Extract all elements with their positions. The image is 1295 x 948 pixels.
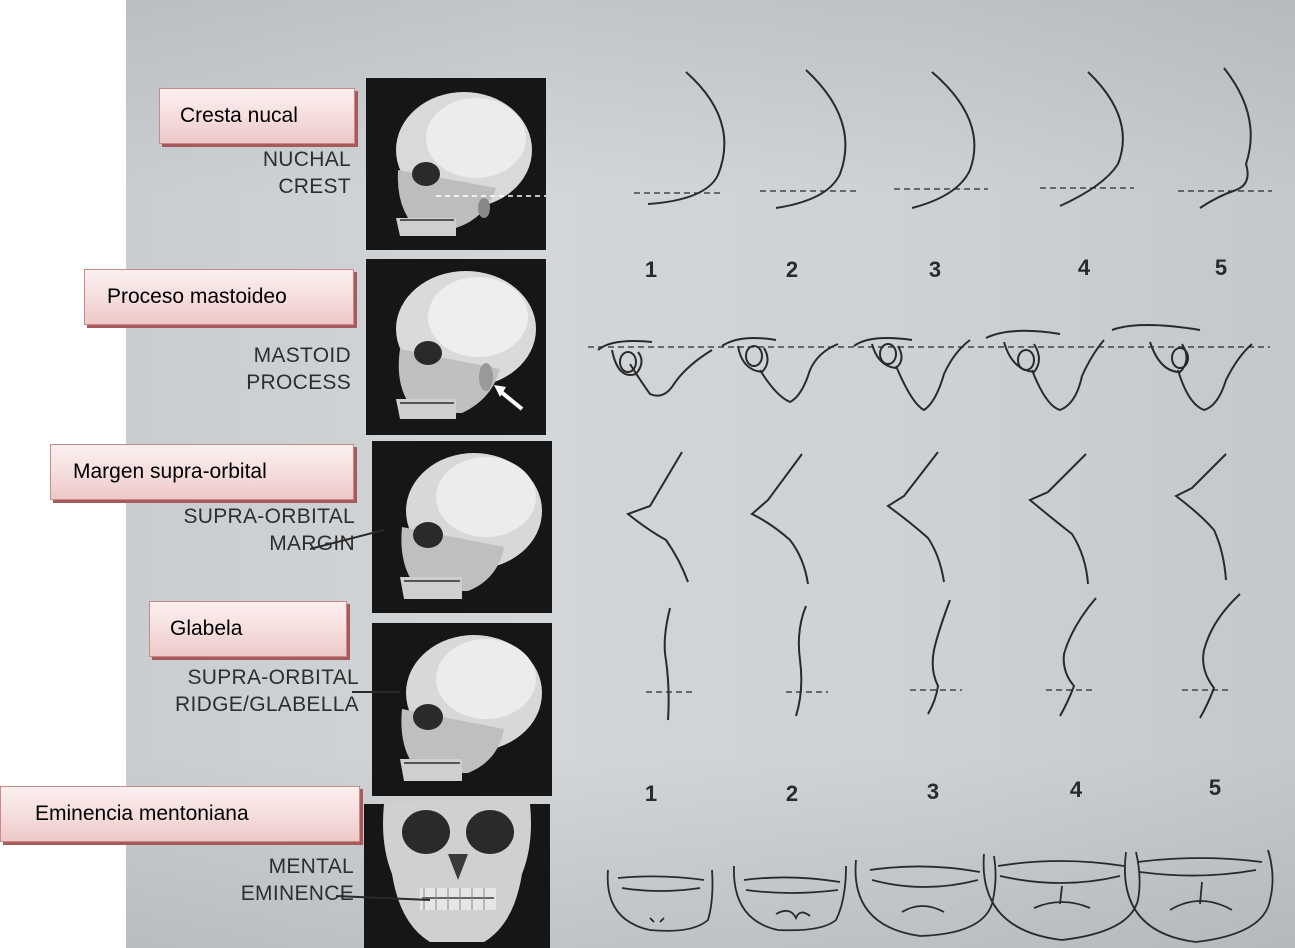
callout-text: Glabela <box>170 617 242 641</box>
score-number-bottom-2: 2 <box>777 781 807 807</box>
score-number-top-3: 3 <box>920 257 950 283</box>
nuchal-score-3 <box>912 72 974 208</box>
score-number-top-1: 1 <box>636 257 666 283</box>
pointer-line-mental <box>336 896 430 900</box>
mental-score-4 <box>984 852 1140 940</box>
score-number-top-4: 4 <box>1069 255 1099 281</box>
mastoid-drawings <box>588 325 1270 410</box>
mental-eminence-drawings <box>608 850 1273 942</box>
score-number-top-5: 5 <box>1206 255 1236 281</box>
nuchal-crest-drawings <box>634 68 1272 208</box>
glabella-score-3 <box>928 600 950 714</box>
callout-cresta-nucal: Cresta nucal <box>159 88 355 144</box>
mental-score-1 <box>608 870 713 931</box>
glabella-score-1 <box>665 608 670 720</box>
supraorbital-score-4 <box>1030 454 1088 584</box>
glabella-score-5 <box>1200 594 1240 718</box>
glabella-score-4 <box>1060 598 1096 716</box>
glabella-score-2 <box>796 606 806 716</box>
mental-score-3 <box>856 856 996 936</box>
score-number-bottom-5: 5 <box>1200 775 1230 801</box>
nuchal-score-4 <box>1060 72 1123 206</box>
supra-orbital-drawings <box>628 452 1226 584</box>
callout-glabela: Glabela <box>149 601 347 657</box>
supraorbital-score-5 <box>1176 454 1226 580</box>
score-number-top-2: 2 <box>777 257 807 283</box>
callout-margen-supra-orbital: Margen supra-orbital <box>50 444 354 500</box>
supraorbital-score-3 <box>888 452 944 582</box>
score-number-bottom-3: 3 <box>918 779 948 805</box>
supraorbital-score-1 <box>628 452 688 582</box>
supraorbital-score-2 <box>752 454 808 584</box>
callout-text: Cresta nucal <box>180 104 298 128</box>
nuchal-score-2 <box>776 70 845 208</box>
score-number-bottom-1: 1 <box>636 781 666 807</box>
score-number-bottom-4: 4 <box>1061 777 1091 803</box>
mastoid-score-5 <box>1112 325 1252 410</box>
mental-score-5 <box>1125 850 1273 942</box>
nuchal-score-1 <box>648 72 724 204</box>
mastoid-score-4 <box>986 331 1104 410</box>
callout-eminencia-mentoniana: Eminencia mentoniana <box>0 786 360 842</box>
callout-text: Proceso mastoideo <box>107 285 287 309</box>
callout-text: Eminencia mentoniana <box>35 802 249 826</box>
mental-score-2 <box>734 866 846 930</box>
glabella-drawings <box>646 594 1240 720</box>
callout-proceso-mastoideo: Proceso mastoideo <box>84 269 354 325</box>
callout-text: Margen supra-orbital <box>73 460 267 484</box>
pointer-line-supra-orbital <box>310 530 384 549</box>
mastoid-score-3 <box>854 338 970 410</box>
nuchal-score-5 <box>1200 68 1251 208</box>
mastoid-score-1 <box>598 341 712 396</box>
